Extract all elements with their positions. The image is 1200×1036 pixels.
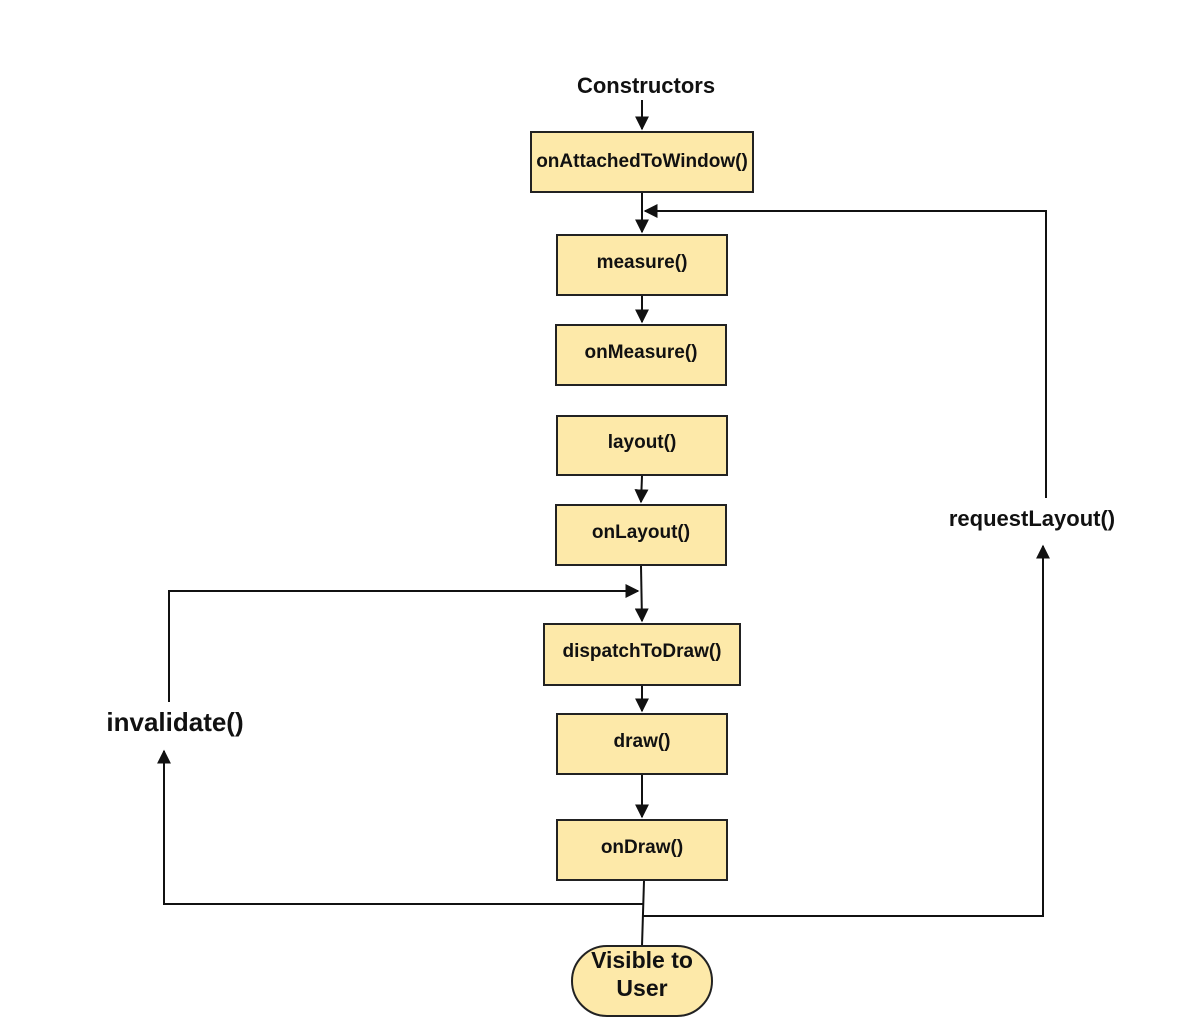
edge-ondraw-to-visible [641,880,645,947]
node-draw: draw() [556,713,728,775]
edge-ondraw-to-requestlayout [643,544,1050,917]
edge-onlayout-to-dispatch [634,565,649,623]
node-layout: layout() [556,415,728,476]
node-on-attached-to-window-label: onAttachedToWindow() [536,151,748,172]
node-layout-label: layout() [608,432,677,453]
node-on-layout: onLayout() [555,504,727,566]
invalidate-label: invalidate() [106,707,243,737]
visible-to-user-line1: Visible to [591,947,693,973]
node-visible-to-user: Visible to User [571,945,713,1017]
node-on-layout-label: onLayout() [592,522,690,543]
node-on-attached-to-window: onAttachedToWindow() [530,131,754,193]
edge-layout-to-onlayout [634,475,649,504]
edge-ondraw-to-invalidate [157,749,643,905]
edge-invalidate-to-dispatch [168,584,640,702]
node-draw-label: draw() [614,731,671,752]
constructors-label: Constructors [577,73,715,98]
node-dispatch-to-draw: dispatchToDraw() [543,623,741,686]
node-on-draw: onDraw() [556,819,728,881]
node-on-draw-label: onDraw() [601,837,683,858]
node-measure: measure() [556,234,728,296]
node-on-measure-label: onMeasure() [585,342,698,363]
visible-to-user-line2: User [616,975,667,1001]
node-on-measure: onMeasure() [555,324,727,386]
edge-requestlayout-to-measure [643,204,1047,498]
node-measure-label: measure() [597,252,688,273]
node-dispatch-to-draw-label: dispatchToDraw() [562,641,721,662]
request-layout-label: requestLayout() [949,506,1115,531]
